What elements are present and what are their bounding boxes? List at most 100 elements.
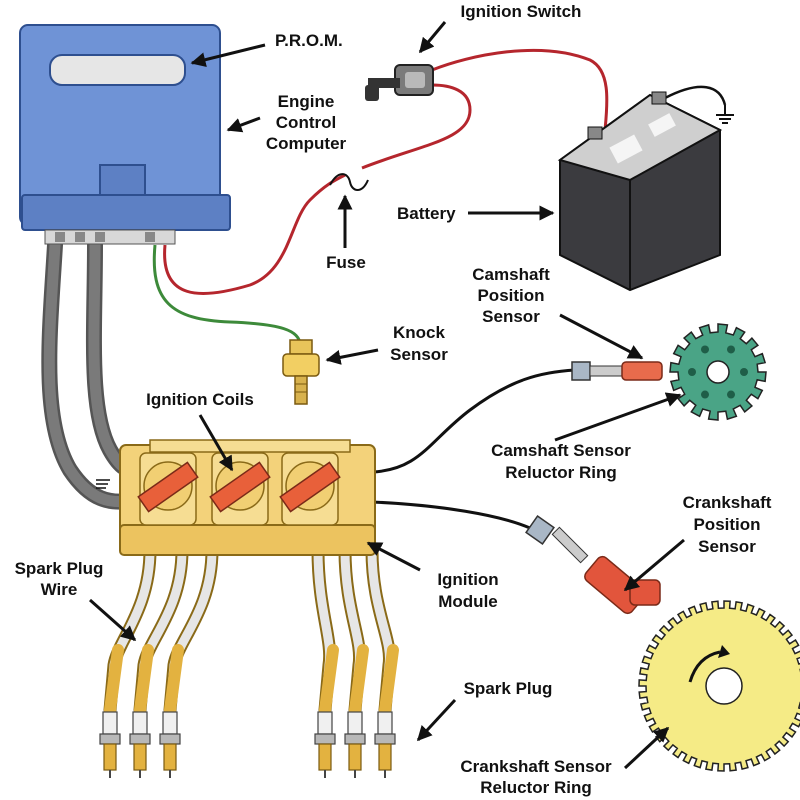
crank-rotation-arrow-icon — [688, 645, 730, 683]
label-cam-position-1: Camshaft — [472, 265, 550, 284]
plug-boot — [379, 644, 399, 716]
labels: P.R.O.M. Ignition Switch Engine Control … — [15, 2, 772, 797]
arrow-icon — [366, 541, 421, 572]
battery-ground-wire — [664, 85, 727, 106]
power-wire-ecu-fuse — [163, 173, 346, 295]
spark-plug-hex — [159, 733, 181, 745]
ground-icon — [96, 479, 110, 489]
gear-hole — [688, 368, 696, 376]
label-crank-reluctor-2: Reluctor Ring — [480, 778, 591, 797]
wiring — [41, 48, 727, 530]
label-ignition-module-2: Module — [438, 592, 498, 611]
arrow-icon — [623, 726, 670, 770]
camshaft-position-sensor — [571, 361, 663, 381]
label-ecu-2: Control — [276, 113, 336, 132]
spark-plug-hex — [374, 733, 396, 745]
crankshaft-reluctor-ring — [638, 600, 800, 772]
label-prom: P.R.O.M. — [275, 31, 343, 50]
gear-hole — [740, 368, 748, 376]
label-cam-position-3: Sensor — [482, 307, 540, 326]
arrow-icon — [416, 698, 457, 742]
ecu-connector — [44, 229, 176, 245]
leader-arrows — [89, 21, 685, 770]
crankshaft-position-sensor — [525, 515, 661, 615]
label-knock-2: Sensor — [390, 345, 448, 364]
spark-plug-insulator — [317, 711, 333, 735]
gear-hole — [701, 390, 709, 399]
spark-plug-hex — [344, 733, 366, 745]
spark-plug-thread — [163, 743, 177, 771]
fuse-icon — [329, 173, 369, 191]
gear-hole — [701, 345, 709, 354]
label-cam-reluctor-2: Reluctor Ring — [505, 463, 616, 482]
arrow-icon — [554, 392, 682, 442]
arrow-icon — [190, 43, 266, 68]
label-spark-plug-wire-1: Spark Plug — [15, 559, 104, 578]
engine-control-computer — [19, 24, 231, 245]
label-cam-reluctor-1: Camshaft Sensor — [491, 441, 631, 460]
spark-plug-hex — [99, 733, 121, 745]
knock-sensor — [282, 339, 320, 405]
spark-plug-thread — [318, 743, 332, 771]
gear-hub — [706, 360, 730, 384]
label-crank-reluctor-1: Crankshaft Sensor — [460, 757, 612, 776]
ground-icon — [716, 105, 734, 124]
key-icon — [365, 78, 400, 101]
coil-strip — [279, 461, 341, 513]
coil-strip — [137, 461, 199, 513]
label-crank-position-3: Sensor — [698, 537, 756, 556]
power-wire-fuse-switch — [361, 83, 472, 170]
plug-boot — [134, 644, 154, 716]
label-fuse: Fuse — [326, 253, 366, 272]
ignition-coils — [137, 452, 341, 526]
gear-hole — [727, 390, 735, 399]
spark-plug-thread — [103, 743, 117, 771]
arrow-icon — [418, 21, 447, 54]
knock-sensor-wire — [152, 244, 302, 346]
battery — [557, 91, 723, 292]
spark-plugs — [99, 711, 396, 778]
spark-plug-hex — [129, 733, 151, 745]
gear-hole — [727, 345, 735, 354]
harness-wire-left-inner — [43, 239, 141, 508]
crank-sensor-wire — [371, 500, 531, 530]
arrow-icon — [198, 414, 234, 472]
spark-plug-insulator — [132, 711, 148, 735]
label-crank-position-1: Crankshaft — [683, 493, 772, 512]
arrow-icon — [89, 598, 137, 642]
spark-plug-wires — [103, 543, 399, 717]
ignition-switch — [365, 64, 434, 101]
label-ignition-coils: Ignition Coils — [146, 390, 254, 409]
spark-plug-insulator — [347, 711, 363, 735]
cam-sensor-wire — [371, 368, 576, 474]
ignition-module — [96, 439, 376, 556]
power-wire-switch-battery — [431, 48, 609, 131]
label-cam-position-2: Position — [477, 286, 544, 305]
camshaft-reluctor-ring — [669, 323, 767, 421]
label-crank-position-2: Position — [693, 515, 760, 534]
plug-boot — [104, 644, 124, 716]
spark-plug-insulator — [377, 711, 393, 735]
plug-boot — [164, 644, 184, 716]
arrow-icon — [325, 348, 379, 365]
gear-hub — [705, 667, 743, 705]
arrow-icon — [226, 116, 261, 133]
coil-strip — [209, 461, 271, 513]
arrow-icon — [559, 313, 644, 360]
label-ecu-1: Engine — [278, 92, 335, 111]
label-ecu-3: Computer — [266, 134, 347, 153]
label-battery: Battery — [397, 204, 456, 223]
plug-boot — [319, 644, 339, 716]
spark-plug-insulator — [102, 711, 118, 735]
plug-boot — [349, 644, 369, 716]
spark-plug-thread — [348, 743, 362, 771]
arrow-icon — [623, 538, 685, 592]
spark-plug-thread — [133, 743, 147, 771]
label-ignition-module-1: Ignition — [437, 570, 498, 589]
label-ignition-switch: Ignition Switch — [461, 2, 582, 21]
label-spark-plug: Spark Plug — [464, 679, 553, 698]
spark-plug-insulator — [162, 711, 178, 735]
label-knock-1: Knock — [393, 323, 446, 342]
label-spark-plug-wire-2: Wire — [41, 580, 78, 599]
